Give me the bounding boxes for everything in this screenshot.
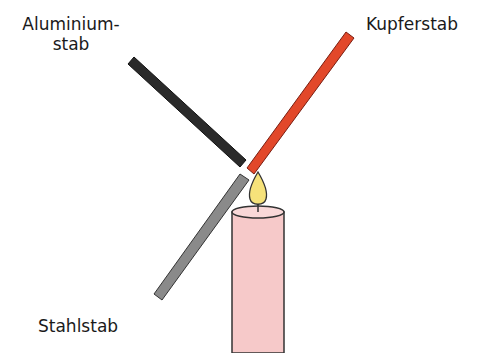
steel-rod	[154, 174, 249, 300]
copper-rod	[247, 32, 354, 174]
candle-flame	[249, 172, 266, 204]
rod-label: Stahlstab	[38, 316, 118, 336]
rod-label: Kupferstab	[366, 14, 458, 34]
rod-label: Aluminium- stab	[12, 14, 130, 55]
candle-body	[232, 212, 284, 353]
aluminium-rod	[128, 57, 246, 167]
